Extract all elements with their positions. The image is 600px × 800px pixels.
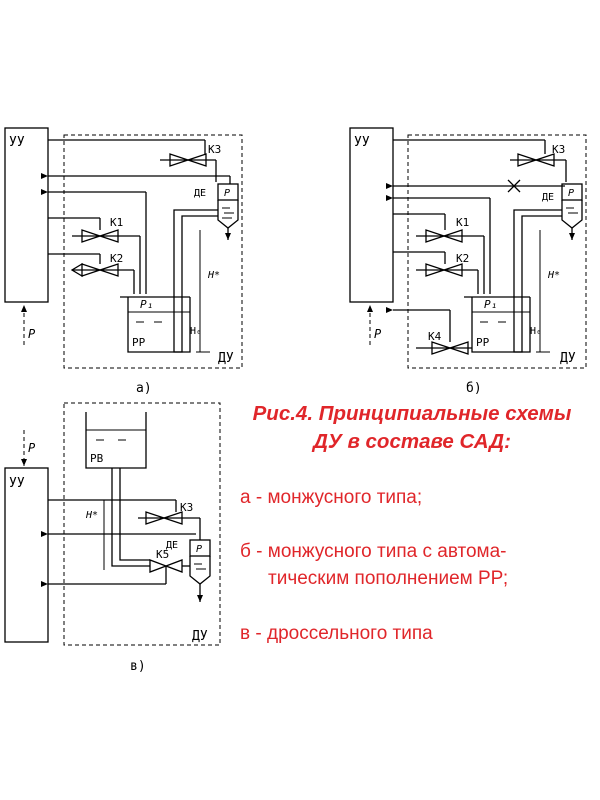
valve-k4-icon-b: [431, 341, 469, 355]
pressure-label-a: P: [28, 327, 36, 341]
metering-unit-frame-v: [63, 402, 221, 646]
valve-k3-label-a: К3: [208, 143, 221, 156]
sensor-de-label-v: ДЕ: [166, 540, 178, 551]
tank-rr-label-a: РР: [132, 336, 146, 349]
valve-k1-label-b: К1: [456, 216, 469, 229]
metering-unit-frame-a: [63, 134, 243, 369]
subfigure-label-b: б): [466, 381, 482, 396]
pressure-label-b: P: [374, 327, 382, 341]
figure-caption: Рис.4. Принципиальные схемы ДУ в составе…: [228, 400, 596, 456]
height-hstar-label-v: H*: [85, 510, 98, 521]
scheme-a: УУ ДУ P К3 P ДЕ К1: [4, 127, 243, 396]
reagent-tank-a: [120, 296, 191, 353]
level-sensor-box-v: [189, 539, 211, 557]
list-item-b-line-1: б - монжусного типа с автома-: [240, 541, 507, 562]
metering-unit-label-v: ДУ: [192, 629, 208, 644]
control-unit-label-v: УУ: [9, 476, 25, 491]
caption-line-2: ДУ в составе САД:: [313, 430, 511, 453]
valve-k1-icon-b: [425, 229, 463, 243]
scheme-v: УУ ДУ P РВ H* К3 P ДЕ К: [4, 402, 221, 674]
level-sensor-vessel-a: [217, 200, 239, 229]
subfigure-label-v: в): [130, 659, 146, 674]
scheme-b: УУ ДУ P К3 P ДЕ К1: [349, 127, 587, 396]
valve-k3-label-b: К3: [552, 143, 565, 156]
valve-k3-icon-v: [145, 511, 183, 525]
valve-k3-label-v: К3: [180, 501, 193, 514]
valve-k2-label-b: К2: [456, 252, 469, 265]
valve-k3-icon-b: [517, 153, 555, 167]
reagent-tank-b: [464, 296, 531, 353]
valve-k4-label-b: К4: [428, 330, 442, 343]
tank-rr-label-b: РР: [476, 336, 490, 349]
metering-unit-label-a: ДУ: [218, 351, 234, 366]
reservoir-tank-v: [85, 412, 147, 469]
list-item-v: в - дроссельного типа: [240, 623, 433, 644]
control-unit-box-b: [349, 127, 394, 303]
metering-unit-label-b: ДУ: [560, 351, 576, 366]
sensor-p-label-a: P: [224, 188, 230, 199]
height-hstar-label-a: H*: [207, 270, 220, 281]
pipe-reservoir-v: [111, 468, 150, 567]
valve-k5-label-v: К5: [156, 548, 169, 561]
valve-k3-icon-a: [169, 153, 207, 167]
control-unit-label-a: УУ: [9, 135, 25, 150]
list-item-b: б - монжусного типа с автома- тическим п…: [240, 538, 508, 592]
level-h0-label-a: H₀: [190, 326, 202, 337]
valve-k2-label-a: К2: [110, 252, 123, 265]
valve-k2-icon-b: [425, 263, 463, 277]
valve-k2-icon-a: [70, 262, 119, 278]
pressure-label-v: P: [28, 441, 36, 455]
pressure-p1-label-a: P₁: [140, 298, 153, 311]
level-sensor-box-a: [217, 183, 239, 201]
sensor-de-label-b: ДЕ: [542, 192, 554, 203]
sensor-p-label-b: P: [568, 188, 574, 199]
control-unit-box-a: [4, 127, 49, 303]
list-item-b-line-2: тическим пополнением РР;: [268, 568, 509, 589]
subfigure-label-a: а): [136, 381, 152, 396]
control-unit-label-b: УУ: [354, 135, 370, 150]
throttle-icon-b: [507, 179, 521, 193]
sensor-p-label-v: P: [196, 544, 202, 555]
level-sensor-box-b: [561, 183, 583, 201]
sensor-de-label-a: ДЕ: [194, 188, 206, 199]
caption-line-1: Рис.4. Принципиальные схемы: [252, 402, 572, 425]
valve-k1-icon-a: [81, 229, 119, 243]
metering-unit-frame-b: [407, 134, 587, 369]
control-unit-box-v: [4, 467, 49, 643]
pressure-p1-label-b: P₁: [484, 298, 497, 311]
tank-rv-label-v: РВ: [90, 452, 104, 465]
level-h0-label-b: H₀: [530, 326, 542, 337]
height-hstar-label-b: H*: [547, 270, 560, 281]
valve-k1-label-a: К1: [110, 216, 123, 229]
list-item-a: а - монжусного типа;: [240, 487, 423, 508]
